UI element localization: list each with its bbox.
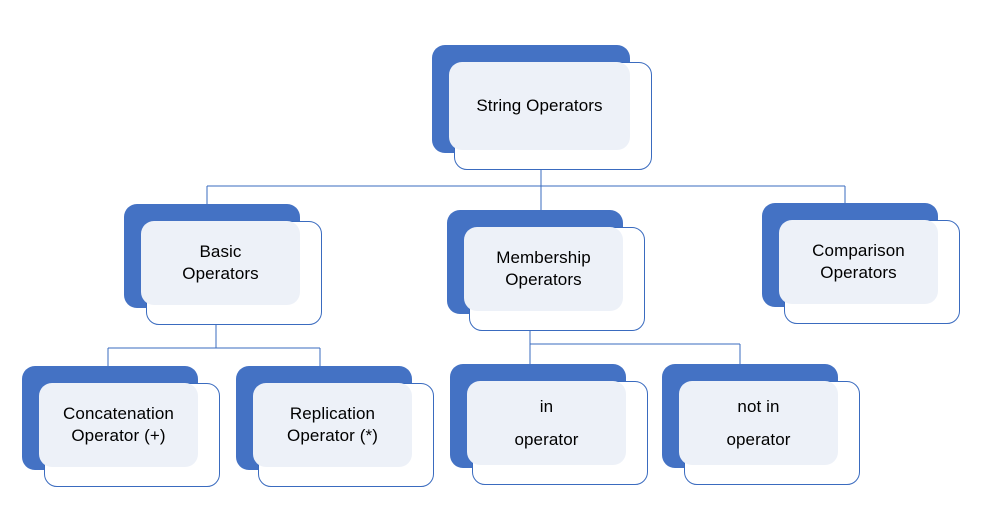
node-body: in operator xyxy=(467,381,626,465)
node-basic-operators[interactable]: Basic Operators xyxy=(124,204,322,325)
node-comparison-operators[interactable]: Comparison Operators xyxy=(762,203,960,324)
node-label: in operator xyxy=(514,396,579,449)
node-label: Basic Operators xyxy=(182,241,259,283)
node-body: Comparison Operators xyxy=(779,220,938,304)
node-body: Concatenation Operator (+) xyxy=(39,383,198,467)
node-body: not in operator xyxy=(679,381,838,465)
node-not-in-operator[interactable]: not in operator xyxy=(662,364,860,485)
node-concatenation-operator[interactable]: Concatenation Operator (+) xyxy=(22,366,220,487)
node-string-operators[interactable]: String Operators xyxy=(432,45,652,170)
node-replication-operator[interactable]: Replication Operator (*) xyxy=(236,366,434,487)
node-label: not in operator xyxy=(726,396,791,449)
node-label: Comparison Operators xyxy=(812,240,905,282)
node-label: Concatenation Operator (+) xyxy=(63,403,174,445)
node-membership-operators[interactable]: Membership Operators xyxy=(447,210,645,331)
node-label: String Operators xyxy=(476,95,603,115)
node-label: Membership Operators xyxy=(496,247,591,289)
node-body: Membership Operators xyxy=(464,227,623,311)
node-body: Replication Operator (*) xyxy=(253,383,412,467)
node-in-operator[interactable]: in operator xyxy=(450,364,648,485)
node-label: Replication Operator (*) xyxy=(287,403,378,445)
node-body: String Operators xyxy=(449,62,630,150)
node-body: Basic Operators xyxy=(141,221,300,305)
